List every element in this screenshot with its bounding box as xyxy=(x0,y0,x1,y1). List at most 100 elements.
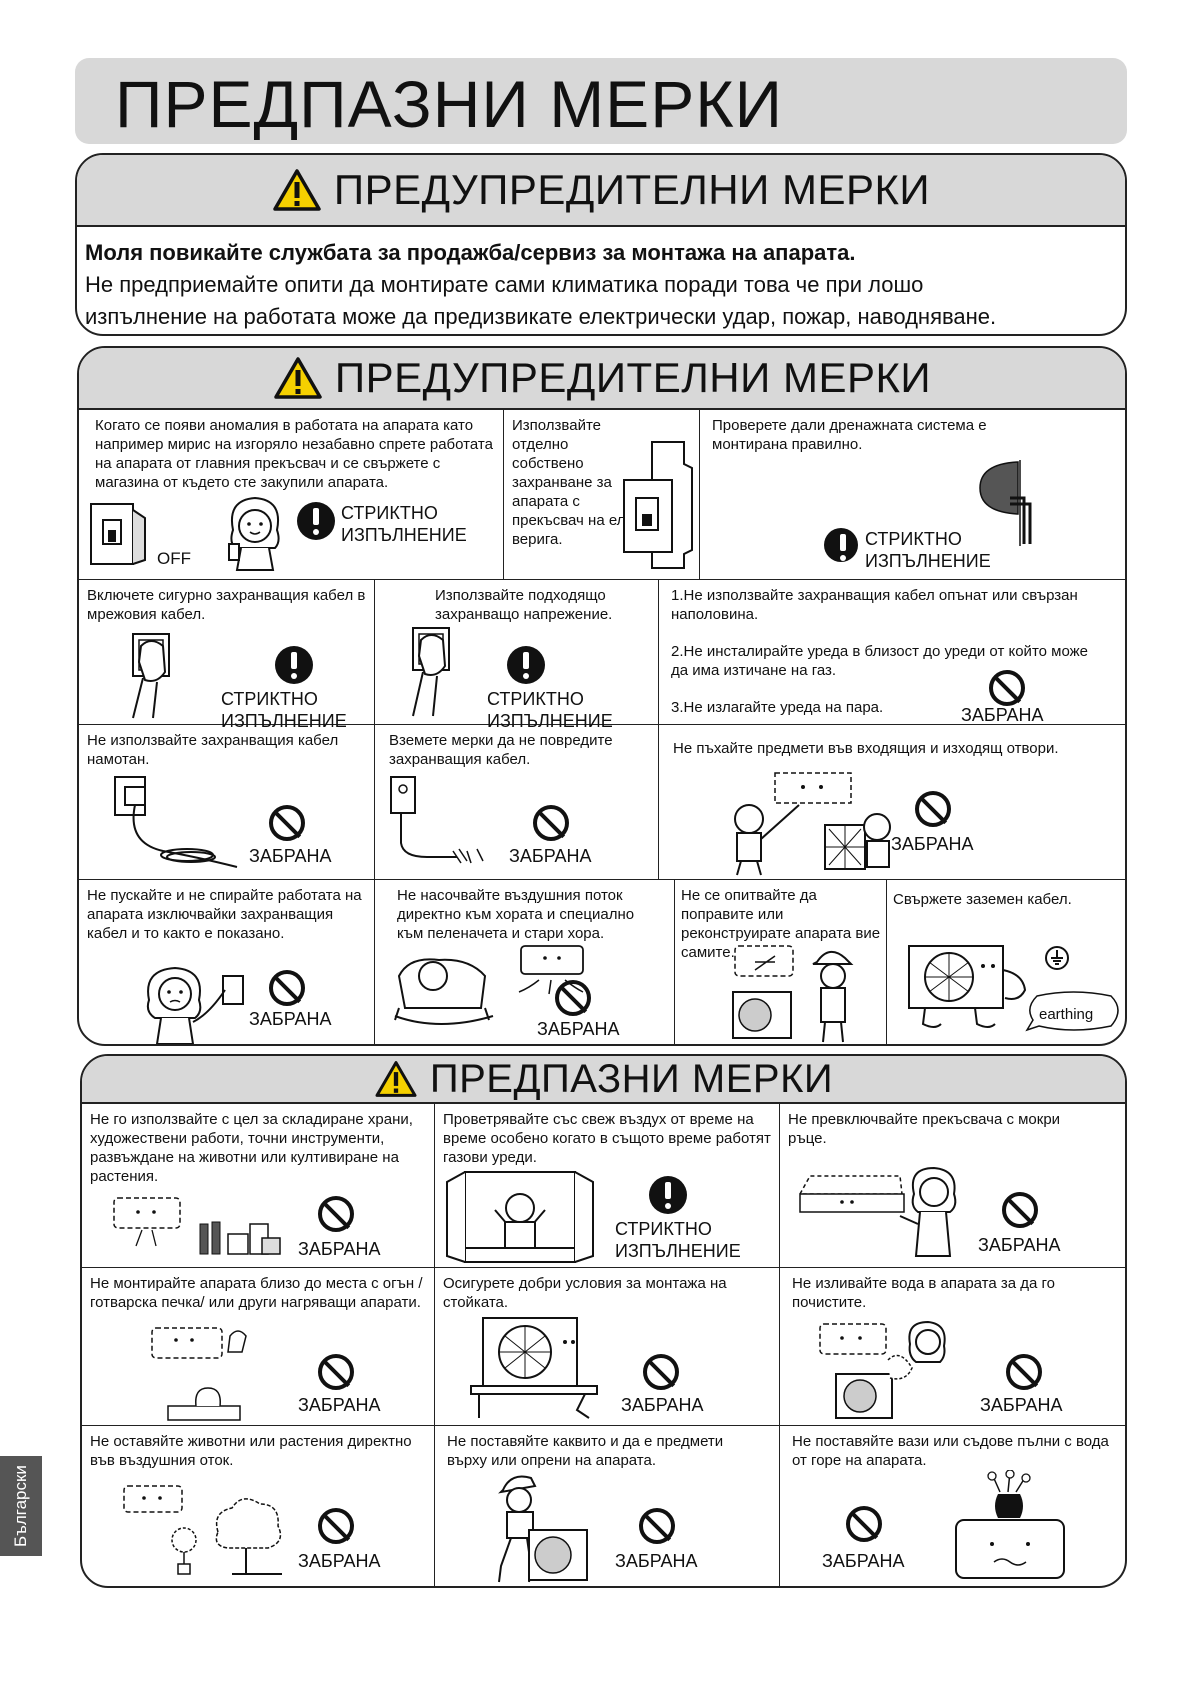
cell-text: Проветрявайте със свеж въздух от време н… xyxy=(443,1111,771,1166)
cell-text: Не използвайте захранващия кабел намотан… xyxy=(87,732,339,768)
prohibition-label: ЗАБРАНА xyxy=(537,1019,620,1039)
cell-text: Вземете мерки да не повредите захранващи… xyxy=(389,732,613,768)
mandatory-label: СТРИКТНО ИЗПЪЛНЕНИЕ xyxy=(615,1219,741,1261)
cell-text: Не пускайте и не спирайте работата на ап… xyxy=(87,887,362,942)
drain-pipe-illustration xyxy=(979,460,1032,546)
prohibition-icon xyxy=(269,970,305,1006)
warning-triangle-icon xyxy=(273,169,321,211)
cell-drainage: Проверете дали дренажната система е монт… xyxy=(700,410,1125,580)
warning-panel-usage: ПРЕДУПРЕДИТЕЛНИ МЕРКИ Когато се появи ан… xyxy=(77,346,1127,1046)
cell-protect-cable: Вземете мерки да не повредите захранващи… xyxy=(375,725,659,880)
prohibition-label: ЗАБРАНА xyxy=(298,1551,381,1571)
cell-cable-gas-steam: 1.Не използвайте захранващия кабел опъна… xyxy=(659,580,1125,725)
prohibition-icon xyxy=(533,805,569,841)
cell-text: Не оставяйте животни или растения директ… xyxy=(90,1433,412,1469)
prohibition-label: ЗАБРАНА xyxy=(621,1395,704,1415)
cell-no-storage: Не го използвайте с цел за складиране хр… xyxy=(82,1104,435,1268)
panel-header: ПРЕДПАЗНИ МЕРКИ xyxy=(82,1056,1125,1104)
prohibition-icon xyxy=(318,1354,354,1390)
cell-text: Използвайте подходящо захранващо напреже… xyxy=(435,587,613,623)
prohibition-label: ЗАБРАНА xyxy=(978,1235,1061,1255)
cell-text: Използвайте отделно собствено захранване… xyxy=(512,417,630,548)
caution-panel: ПРЕДПАЗНИ МЕРКИ Не го използвайте с цел … xyxy=(80,1054,1127,1588)
cell-coiled-cable: Не използвайте захранващия кабел намотан… xyxy=(79,725,375,880)
prohibition-icon xyxy=(318,1196,354,1232)
cell-text: Включете сигурно захранващия кабел в мре… xyxy=(87,587,366,623)
cell-separate-power: Използвайте отделно собствено захранване… xyxy=(504,410,700,580)
unit-plants-illustration xyxy=(123,1485,282,1575)
language-side-tab: Български xyxy=(0,1456,42,1556)
open-window-illustration xyxy=(446,1171,594,1263)
cell-text: Свържете заземен кабел. xyxy=(893,891,1072,908)
cell-text: Не пъхайте предмети във входящия и изход… xyxy=(673,740,1059,757)
girl-phone-illustration xyxy=(228,496,280,571)
page-title: ПРЕДПАЗНИ МЕРКИ xyxy=(115,67,784,141)
cell-no-heat-sources: Не монтирайте апарата близо до места с о… xyxy=(82,1268,435,1426)
panel-heading: ПРЕДУПРЕДИТЕЛНИ МЕРКИ xyxy=(333,166,931,213)
children-poking-unit-illustration xyxy=(734,772,891,876)
unit-above-stove-illustration xyxy=(151,1327,247,1421)
cell-text: Не го използвайте с цел за складиране хр… xyxy=(90,1111,413,1185)
prohibition-label: ЗАБРАНА xyxy=(822,1551,905,1571)
girl-spraying-water-illustration xyxy=(819,1320,946,1419)
prohibition-icon xyxy=(1006,1354,1042,1390)
cell-text: Осигурете добри условия за монтажа на ст… xyxy=(443,1275,727,1311)
cell-text: Не поставяйте вази или съдове пълни с во… xyxy=(792,1433,1109,1469)
prohibition-icon xyxy=(318,1508,354,1544)
cell-earthing: Свържете заземен кабел. earthing xyxy=(887,880,1125,1044)
cell-no-objects-on-unit: Не поставяйте каквито и да е предмети въ… xyxy=(435,1426,780,1586)
warning-triangle-icon xyxy=(375,1061,417,1097)
prohibition-label: ЗАБРАНА xyxy=(298,1239,381,1259)
person-repairing-illustration xyxy=(732,945,854,1043)
baby-cradle-airflow-illustration xyxy=(394,945,584,1025)
prohibition-icon xyxy=(555,980,591,1016)
mandatory-label: СТРИКТНО ИЗПЪЛНЕНИЕ xyxy=(487,689,613,731)
prohibition-label: ЗАБРАНА xyxy=(298,1395,381,1415)
warning-triangle-icon xyxy=(274,357,322,399)
cell-no-water-cleaning: Не изливайте вода в апарата за да го поч… xyxy=(780,1268,1125,1426)
mandatory-icon xyxy=(824,528,858,562)
child-on-outdoor-unit-illustration xyxy=(498,1475,588,1583)
hand-plug-illustration xyxy=(132,633,170,719)
mandatory-icon xyxy=(275,646,313,684)
cell-text: 2.Не инсталирайте уреда в близост до уре… xyxy=(671,643,1089,679)
panel-heading: ПРЕДПАЗНИ МЕРКИ xyxy=(429,1056,834,1101)
cell-stand-conditions: Осигурете добри условия за монтажа на ст… xyxy=(435,1268,780,1426)
panel-body: Моля повикайте службата за продажба/серв… xyxy=(85,237,1117,333)
earthing-speech-bubble xyxy=(1025,991,1119,1032)
cell-text: Не превключвайте прекъсвача с мокри ръце… xyxy=(788,1111,1061,1147)
earthing-label: earthing xyxy=(1039,1006,1094,1023)
cell-plug-secure: Включете сигурно захранващия кабел в мре… xyxy=(79,580,375,731)
girl-unplugging-illustration xyxy=(146,966,244,1044)
instruction-line: Не предприемайте опити да монтирате сами… xyxy=(85,272,924,297)
prohibition-label: ЗАБРАНА xyxy=(249,846,332,866)
cell-text: Когато се появи аномалия в работата на а… xyxy=(95,417,493,491)
cell-airflow-people: Не насочвайте въздушния поток директно к… xyxy=(375,880,675,1044)
off-label: OFF xyxy=(157,549,191,568)
girl-wet-hands-switch-illustration xyxy=(798,1166,957,1257)
panel-heading: ПРЕДУПРЕДИТЕЛНИ МЕРКИ xyxy=(334,354,932,401)
cell-text: Не изливайте вода в апарата за да го поч… xyxy=(792,1275,1056,1311)
prohibition-icon xyxy=(639,1508,675,1544)
mandatory-icon xyxy=(507,646,545,684)
cell-no-animals-plants: Не оставяйте животни или растения директ… xyxy=(82,1426,435,1586)
cell-unplug-to-stop: Не пускайте и не спирайте работата на ап… xyxy=(79,880,375,1044)
cell-voltage: Използвайте подходящо захранващо напреже… xyxy=(375,580,659,731)
outdoor-unit-earthing-illustration xyxy=(908,945,1027,1028)
cell-text: Не насочвайте въздушния поток директно к… xyxy=(397,887,635,942)
cell-no-repair: Не се опитвайте да поправите или реконст… xyxy=(675,880,887,1044)
prohibition-label: ЗАБРАНА xyxy=(961,705,1044,725)
damaged-cable-illustration xyxy=(390,776,484,864)
mandatory-icon xyxy=(649,1176,687,1214)
unit-food-storage-illustration xyxy=(113,1197,281,1255)
vase-on-unit-illustration xyxy=(955,1470,1065,1579)
unit-on-broken-stand-illustration xyxy=(470,1317,598,1419)
prohibition-label: ЗАБРАНА xyxy=(509,846,592,866)
hand-plug-illustration xyxy=(412,627,450,717)
cell-text: Проверете дали дренажната система е монт… xyxy=(712,417,987,453)
prohibition-icon xyxy=(643,1354,679,1390)
mandatory-icon xyxy=(297,502,335,540)
prohibition-icon xyxy=(846,1506,882,1542)
panel-header: ПРЕДУПРЕДИТЕЛНИ МЕРКИ xyxy=(79,348,1125,410)
cell-wet-hands: Не превключвайте прекъсвача с мокри ръце… xyxy=(780,1104,1125,1268)
